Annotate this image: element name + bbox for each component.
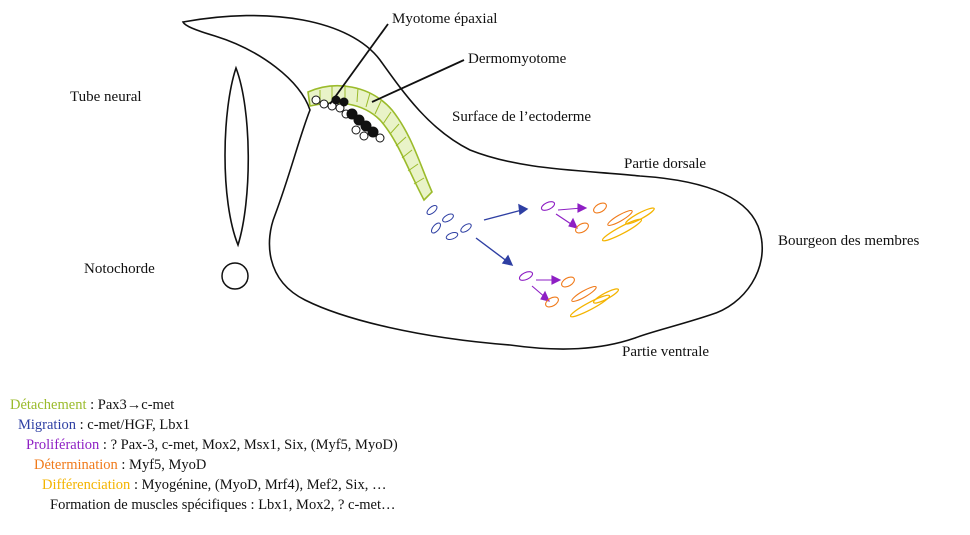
legend-sep: :: [130, 477, 141, 493]
legend-row-detachement: Détachement : Pax3→c-met: [10, 395, 398, 415]
legend-row-determination: Détermination : Myf5, MyoD: [10, 455, 398, 475]
label-dermomyotome: Dermomyotome: [468, 50, 566, 68]
proliferation-cells-upper: [540, 200, 586, 228]
legend-sep: :: [118, 457, 129, 473]
dermomyotome-pointer: [372, 60, 464, 102]
label-partie-dorsale: Partie dorsale: [624, 155, 706, 173]
proliferation-cells-lower: [518, 270, 560, 301]
legend-genes: Myf5, MyoD: [129, 457, 206, 473]
label-surface-ectoderme: Surface de l’ectoderme: [452, 108, 591, 126]
legend-sep: :: [76, 417, 87, 433]
differentiation-cells-lower: [569, 287, 620, 320]
legend-stage: Détermination: [34, 457, 118, 473]
label-notochorde: Notochorde: [84, 260, 155, 278]
legend-row-differenciation: Différenciation : Myogénine, (MyoD, Mrf4…: [10, 475, 398, 495]
legend-row-migration: Migration : c-met/HGF, Lbx1: [10, 415, 398, 435]
legend-row-formation: Formation de muscles spécifiques : Lbx1,…: [10, 495, 398, 515]
legend-stage: Migration: [18, 417, 76, 433]
legend-stage: Prolifération: [26, 437, 99, 453]
legend-genes: Myogénine, (MyoD, Mrf4), Mef2, Six, …: [142, 477, 387, 493]
legend-genes: ? Pax-3, c-met, Mox2, Msx1, Six, (Myf5, …: [111, 437, 398, 453]
migrating-cells: [425, 204, 472, 241]
migration-arrows: [476, 205, 527, 265]
neural-tube: [225, 68, 248, 245]
notochord: [222, 263, 248, 289]
label-myotome-epaxial: Myotome épaxial: [392, 10, 497, 28]
legend-stage: Détachement: [10, 397, 87, 413]
legend-sep: :: [99, 437, 110, 453]
legend-sep: :: [247, 497, 258, 513]
label-partie-ventrale: Partie ventrale: [622, 343, 709, 361]
legend-stage: Formation de muscles spécifiques: [50, 497, 247, 513]
legend-stage: Différenciation: [42, 477, 130, 493]
legend-genes: Lbx1, Mox2, ? c-met…: [258, 497, 395, 513]
label-tube-neural: Tube neural: [70, 88, 142, 106]
legend-sep: :: [87, 397, 98, 413]
legend-genes: Pax3→c-met: [98, 397, 175, 413]
label-bourgeon-membres: Bourgeon des membres: [778, 232, 919, 250]
legend: Détachement : Pax3→c-met Migration : c-m…: [10, 395, 398, 515]
legend-row-proliferation: Prolifération : ? Pax-3, c-met, Mox2, Ms…: [10, 435, 398, 455]
legend-genes: c-met/HGF, Lbx1: [87, 417, 190, 433]
